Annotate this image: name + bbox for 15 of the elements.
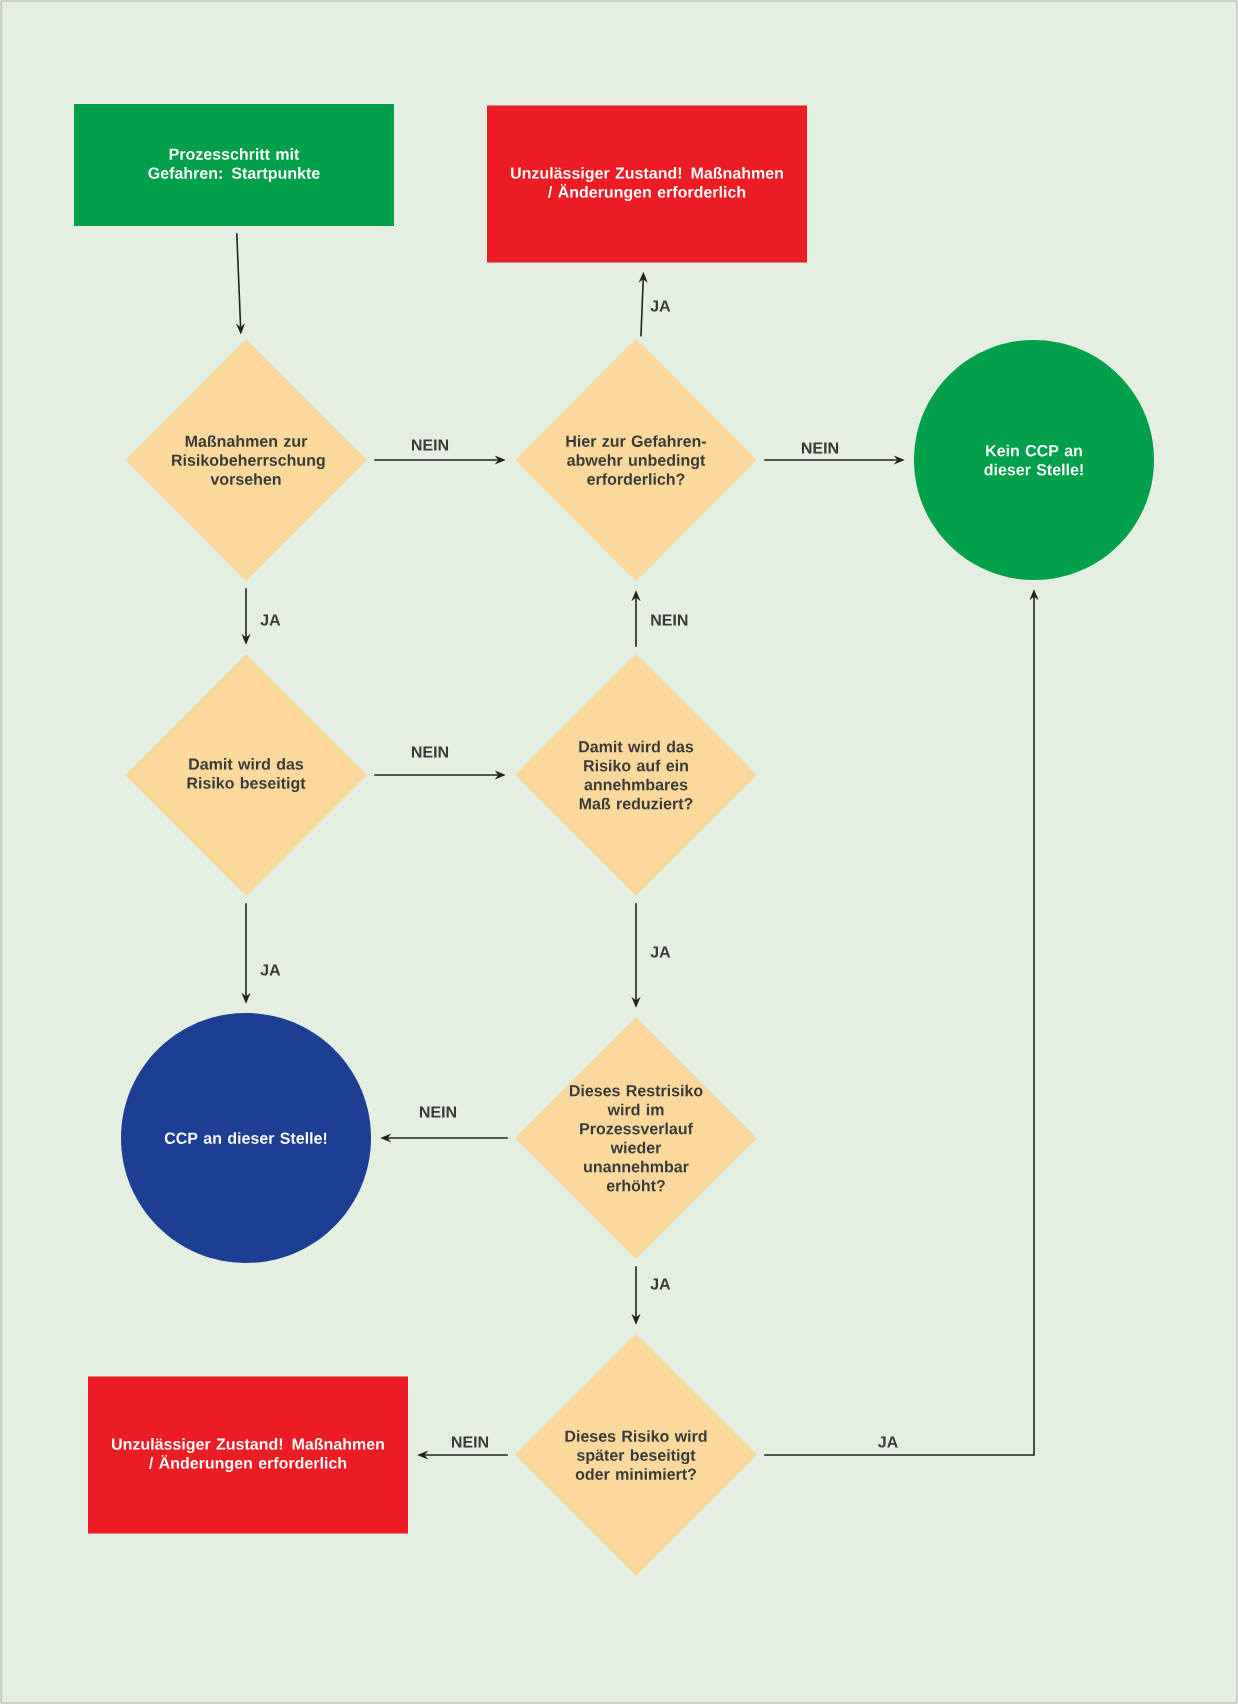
edge-label: JA xyxy=(650,946,671,958)
edge-label: JA xyxy=(260,964,281,976)
process-box: Unzulässiger Zustand! Maßnahmen / Änderungen erforderlich xyxy=(88,1376,408,1534)
edge-label: NEIN xyxy=(651,614,688,626)
edge-label: NEIN xyxy=(411,746,449,758)
edge-label: NEIN xyxy=(411,439,449,451)
process-box: Prozesschritt mit Gefahren: Startpunkte xyxy=(74,104,394,226)
edge-label: NEIN xyxy=(801,442,839,454)
edge-label: NEIN xyxy=(451,1436,489,1448)
edge-label: JA xyxy=(650,1278,671,1290)
edge-label: JA xyxy=(650,300,671,312)
edge-label: JA xyxy=(260,614,281,626)
process-box: Unzulässiger Zustand! Maßnahmen / Änderungen erforderlich xyxy=(487,105,807,263)
edge-label: JA xyxy=(878,1436,898,1448)
edge-label: NEIN xyxy=(419,1106,457,1118)
